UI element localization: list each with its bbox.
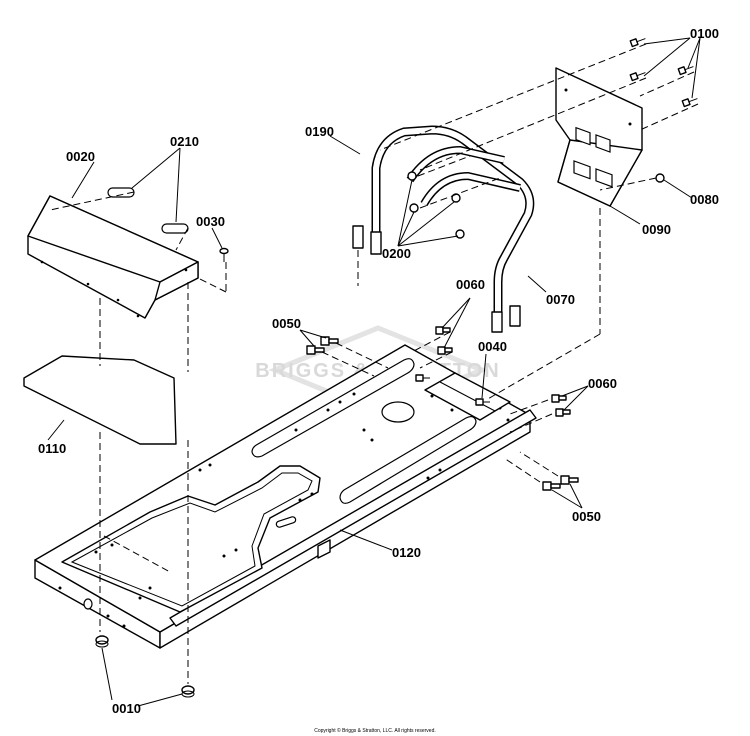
callout-0080: 0080 xyxy=(690,192,719,207)
bolts-0050 xyxy=(306,336,579,491)
screw-0030 xyxy=(219,247,229,262)
callout-0030: 0030 xyxy=(196,214,225,229)
frame-0190 xyxy=(34,344,537,649)
callout-0200: 0110 xyxy=(38,441,66,456)
copyright-notice: Copyright © Briggs & Stratton, LLC. All … xyxy=(314,727,436,734)
assembly-lines xyxy=(49,43,699,684)
bolts-0040 xyxy=(415,374,490,406)
handle-0110 xyxy=(352,108,548,333)
callout-0060-upper: 0060 xyxy=(456,277,485,292)
callout-0050-lower: 0050 xyxy=(572,509,601,524)
callout-0020: 0020 xyxy=(66,149,95,164)
callout-0210: 0210 xyxy=(170,134,199,149)
callout-0070: 0070 xyxy=(546,292,575,307)
callout-0120: 0200 xyxy=(382,246,411,261)
callout-0050-upper: 0050 xyxy=(272,316,301,331)
nut-0080 xyxy=(655,173,665,183)
callout-0100: 0100 xyxy=(690,26,719,41)
callout-0190: 0120 xyxy=(392,545,421,560)
callout-0040: 0040 xyxy=(478,339,507,354)
callout-0010: 0010 xyxy=(112,701,141,716)
bolts-0100 xyxy=(629,38,698,108)
callout-0090: 0090 xyxy=(642,222,671,237)
leader-lines xyxy=(47,37,701,707)
cover-panel-0020 xyxy=(27,195,199,319)
feet-0010 xyxy=(95,635,195,698)
callout-labels: 0020 0210 0030 0190 0100 0080 0090 0200 … xyxy=(38,26,719,716)
callout-0060-lower: 0060 xyxy=(588,376,617,391)
callout-0110: 0190 xyxy=(305,124,334,139)
bracket-0090 xyxy=(555,67,643,207)
mat-0200 xyxy=(23,355,177,445)
bolts-0060 xyxy=(435,326,571,417)
